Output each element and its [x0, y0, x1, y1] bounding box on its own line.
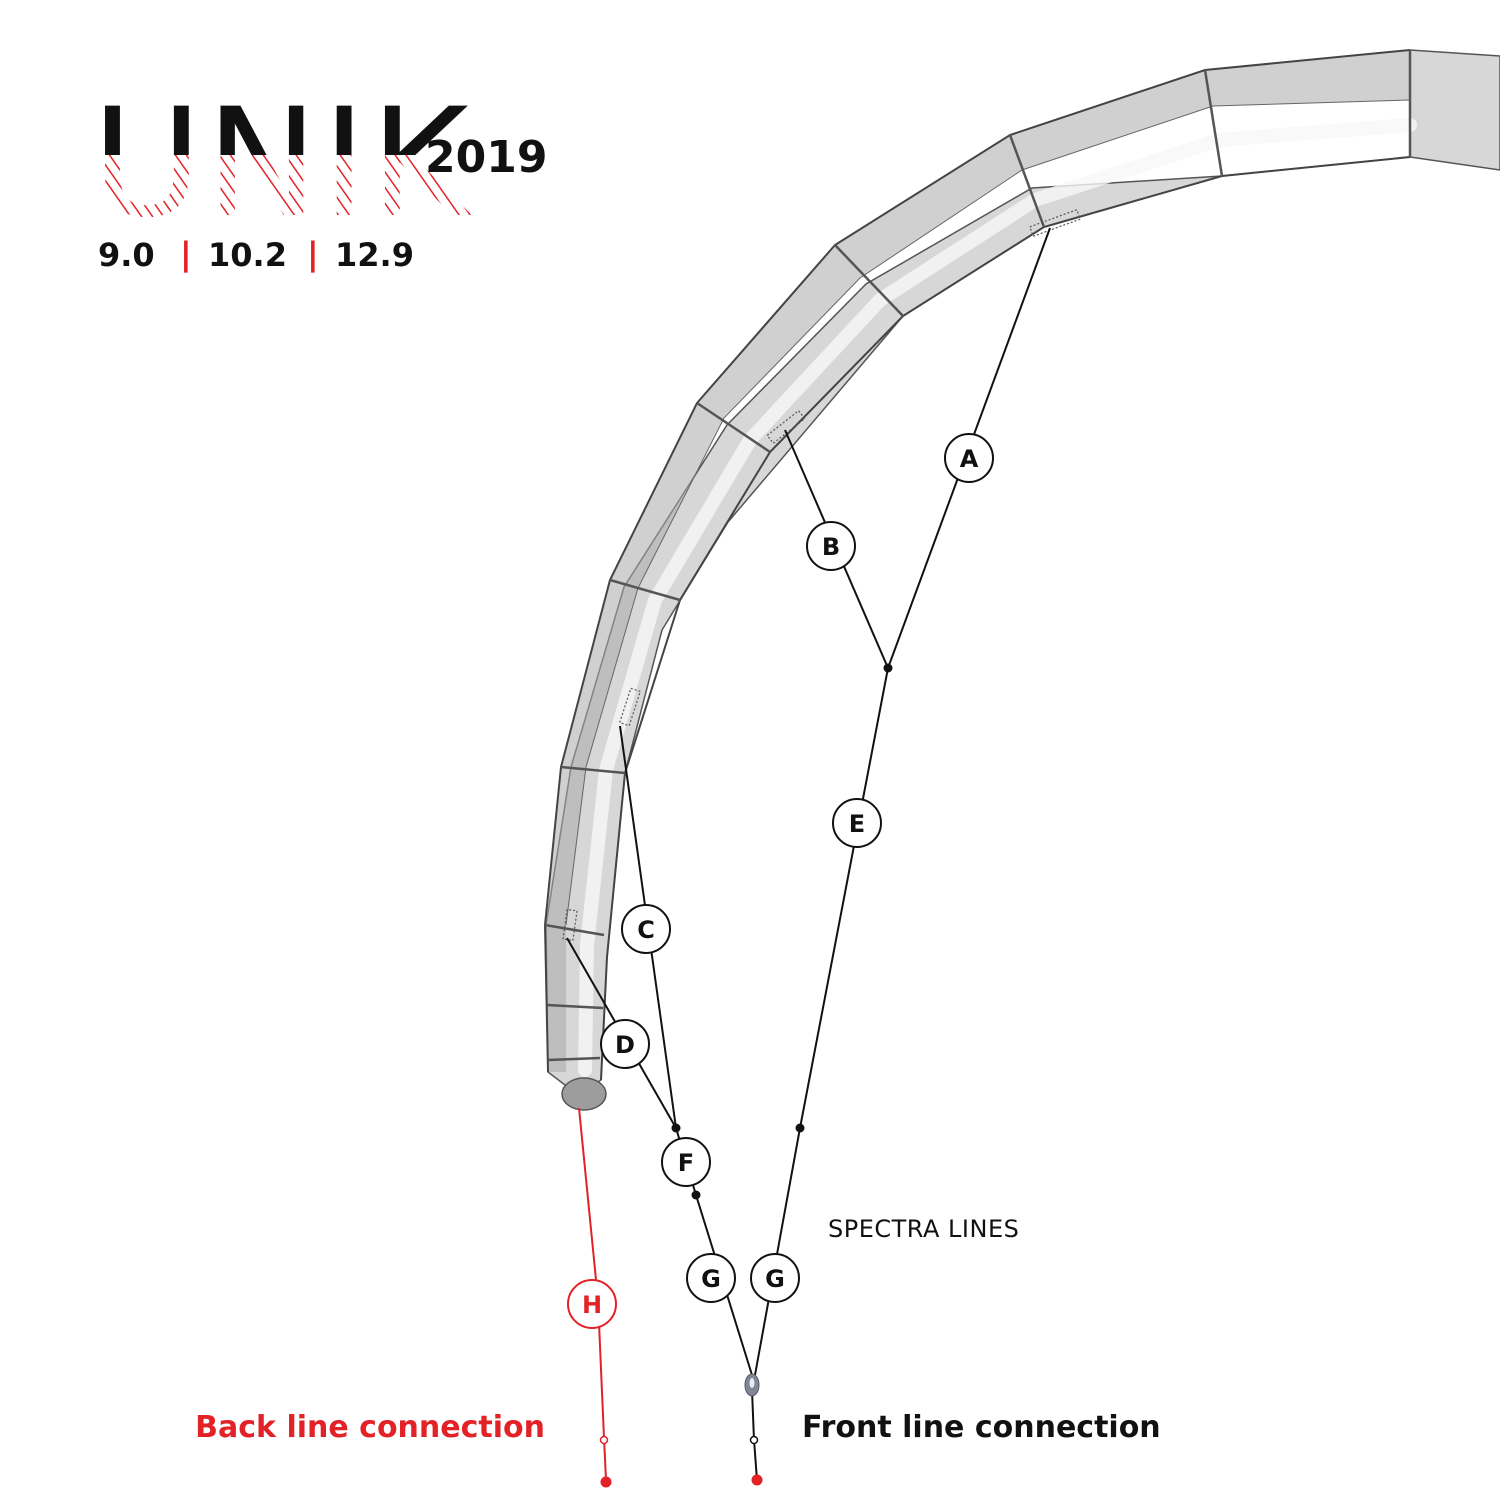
label-h: H	[567, 1279, 617, 1329]
svg-text:G: G	[701, 1265, 721, 1293]
label-g-right: G	[750, 1253, 800, 1303]
svg-text:B: B	[822, 533, 840, 561]
logo-year: 2019	[425, 132, 547, 183]
size-separator-1: |	[180, 235, 192, 274]
label-d: D	[600, 1019, 650, 1069]
front-line-connection-label: Front line connection	[802, 1410, 1161, 1445]
svg-text:E: E	[849, 810, 865, 838]
size-10-2: 10.2	[208, 236, 287, 274]
label-f: F	[661, 1137, 711, 1187]
svg-text:A: A	[960, 445, 979, 473]
size-9-0: 9.0	[98, 236, 155, 274]
svg-text:D: D	[615, 1031, 635, 1059]
leading-edge-tube	[543, 49, 1500, 1111]
spectra-lines-label: SPECTRA LINES	[828, 1215, 1019, 1243]
label-g-left: G	[686, 1253, 736, 1303]
brand-wordmark-hatched: UNIK	[92, 77, 473, 251]
front-line	[751, 1389, 758, 1481]
svg-text:G: G	[765, 1265, 785, 1293]
svg-text:H: H	[582, 1291, 602, 1319]
label-a: A	[944, 433, 994, 483]
label-c: C	[621, 904, 671, 954]
back-line	[578, 1107, 607, 1481]
svg-text:F: F	[678, 1149, 694, 1177]
back-line-connection-label: Back line connection	[195, 1410, 545, 1445]
label-b: B	[806, 521, 856, 571]
line-knots	[599, 663, 893, 1488]
unik-logo: UNIK UNIK 2019 9.0 | 10.2 | 12.9	[92, 77, 547, 274]
brand-wordmark-top: UNIK	[92, 77, 473, 251]
pulley-icon	[744, 1373, 760, 1397]
size-separator-2: |	[307, 235, 319, 274]
size-12-9: 12.9	[335, 236, 414, 274]
svg-text:C: C	[637, 916, 655, 944]
label-e: E	[832, 798, 882, 848]
line-labels: A B E C D F G G	[567, 433, 994, 1329]
